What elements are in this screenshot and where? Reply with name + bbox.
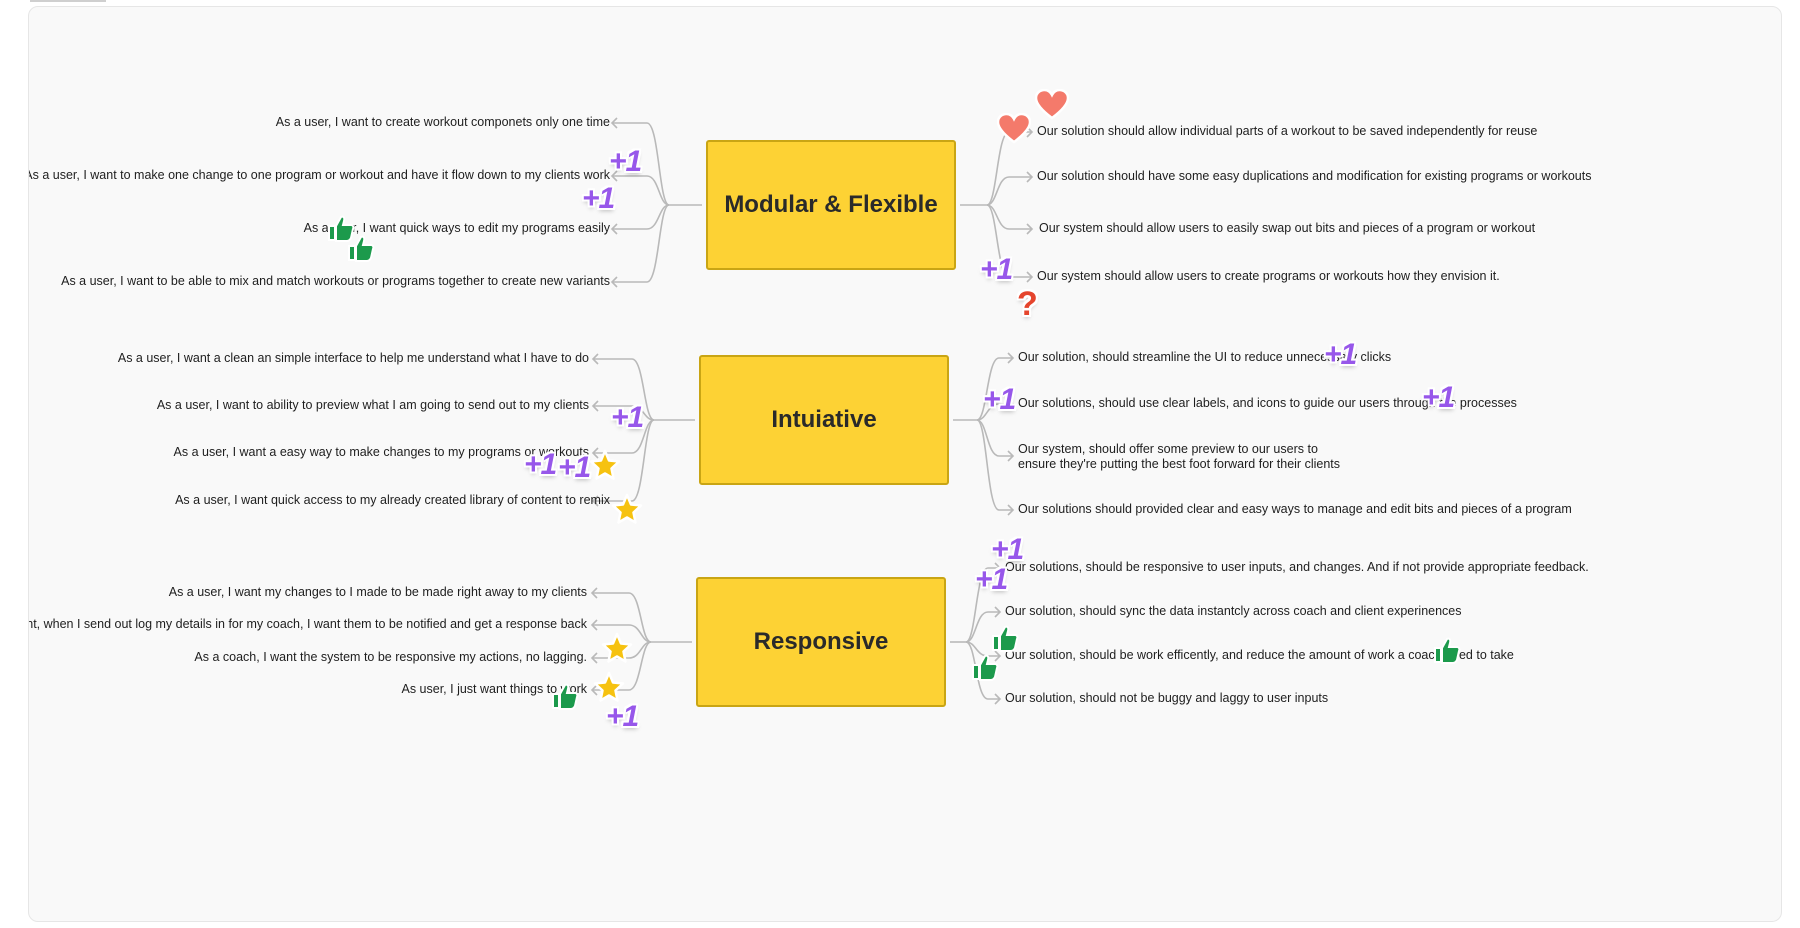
thumbs-up-icon[interactable]: [551, 682, 579, 710]
star-icon[interactable]: [611, 493, 643, 525]
node-modular-flexible[interactable]: Modular & Flexible: [706, 140, 956, 270]
connector-branch: [592, 624, 652, 643]
connector-branch: [593, 419, 655, 502]
connector-branch: [976, 403, 1013, 421]
connector-arrowhead: [1007, 450, 1015, 462]
connector-branch: [612, 175, 670, 206]
plus-one-sticker[interactable]: +1: [524, 448, 557, 481]
connector-arrowhead: [994, 606, 1002, 618]
connector-branch: [612, 204, 670, 230]
leaf-modular-left-3[interactable]: As a user, I want quick ways to edit my …: [303, 221, 610, 235]
connector-arrowhead: [1007, 398, 1015, 410]
connector-arrowhead: [1007, 504, 1015, 516]
connector-branch: [612, 122, 670, 206]
plus-one-sticker[interactable]: +1: [975, 563, 1008, 596]
plus-one-sticker[interactable]: +1: [1324, 338, 1357, 371]
star-icon[interactable]: [589, 449, 621, 481]
connector-arrowhead: [591, 353, 599, 365]
leaf-responsive-right-1[interactable]: Our solutions, should be responsive to u…: [1005, 560, 1589, 574]
connector-arrowhead: [994, 562, 1002, 574]
canvas-board[interactable]: Modular & Flexible Intuiative Responsive…: [28, 6, 1782, 922]
thumbs-up-icon[interactable]: [991, 624, 1019, 652]
connector-arrowhead: [994, 693, 1002, 705]
top-tab-indicator: [30, 0, 106, 2]
connector-arrowhead: [591, 400, 599, 412]
leaf-modular-right-3[interactable]: Our system should allow users to easily …: [1039, 221, 1536, 235]
connector-arrowhead: [994, 650, 1002, 662]
thumbs-up-icon[interactable]: [347, 234, 375, 262]
connector-branch: [593, 358, 655, 421]
leaf-responsive-right-4[interactable]: Our solution, should not be buggy and la…: [1005, 691, 1329, 705]
leaf-modular-left-2[interactable]: As a user, I want to make one change to …: [28, 168, 610, 182]
connector-arrowhead: [1007, 352, 1015, 364]
connector-branch: [965, 567, 1000, 643]
question-mark-sticker[interactable]: ?: [1017, 285, 1038, 323]
connector-arrowhead: [610, 117, 618, 129]
connector-branch: [612, 204, 670, 283]
connector-branch: [592, 641, 652, 691]
leaf-responsive-left-3[interactable]: As a coach, I want the system to be resp…: [194, 650, 587, 664]
connector-arrowhead: [590, 684, 598, 696]
connector-branch: [976, 357, 1013, 421]
leaf-responsive-right-3[interactable]: Our solution, should be work efficently,…: [1005, 648, 1514, 662]
connector-branch: [986, 204, 1032, 278]
plus-one-sticker[interactable]: +1: [1422, 381, 1455, 414]
heart-icon[interactable]: [997, 113, 1031, 145]
leaf-intuitive-left-4[interactable]: As a user, I want quick access to my alr…: [175, 493, 610, 507]
leaf-modular-right-4[interactable]: Our system should allow users to create …: [1037, 269, 1500, 283]
leaf-intuitive-left-2[interactable]: As a user, I want to ability to preview …: [156, 398, 589, 412]
leaf-intuitive-right-3a[interactable]: Our system, should offer some preview to…: [1018, 442, 1318, 456]
connector-branch: [986, 176, 1032, 206]
plus-one-sticker[interactable]: +1: [991, 533, 1024, 566]
connector-branch: [976, 419, 1013, 457]
connector-arrowhead: [1026, 171, 1034, 183]
thumbs-up-icon[interactable]: [327, 214, 355, 242]
star-icon[interactable]: [601, 632, 633, 664]
leaf-intuitive-right-3b[interactable]: ensure they're putting the best foot for…: [1018, 457, 1341, 471]
thumbs-up-icon[interactable]: [1433, 636, 1461, 664]
heart-icon[interactable]: [1035, 89, 1069, 121]
leaf-responsive-right-2[interactable]: Our solution, should sync the data insta…: [1005, 604, 1462, 618]
connector-arrowhead: [590, 652, 598, 664]
thumbs-up-icon[interactable]: [971, 653, 999, 681]
connector-arrowhead: [1026, 271, 1034, 283]
mind-map-connectors: [590, 117, 1034, 705]
connector-arrowhead: [610, 170, 618, 182]
connector-branch: [592, 592, 652, 643]
leaf-modular-right-2[interactable]: Our solution should have some easy dupli…: [1037, 169, 1592, 183]
connector-arrowhead: [590, 587, 598, 599]
leaf-modular-left-4[interactable]: As a user, I want to be able to mix and …: [61, 274, 610, 288]
leaf-intuitive-left-3[interactable]: As a user, I want a easy way to make cha…: [173, 445, 589, 459]
connector-arrowhead: [590, 619, 598, 631]
connector-arrowhead: [591, 447, 599, 459]
plus-one-sticker[interactable]: +1: [558, 451, 591, 484]
leaf-intuitive-right-2[interactable]: Our solutions, should use clear labels, …: [1018, 396, 1517, 410]
plus-one-sticker[interactable]: +1: [582, 182, 615, 215]
connector-branch: [976, 419, 1013, 511]
connector-arrowhead: [610, 276, 618, 288]
plus-one-sticker[interactable]: +1: [980, 253, 1013, 286]
connector-arrowhead: [591, 495, 599, 507]
plus-one-sticker[interactable]: +1: [983, 383, 1016, 416]
plus-one-sticker[interactable]: +1: [609, 145, 642, 178]
leaf-modular-left-1[interactable]: As a user, I want to create workout comp…: [275, 115, 610, 129]
connector-arrowhead: [1026, 223, 1034, 235]
plus-one-sticker[interactable]: +1: [611, 401, 644, 434]
node-intuiative[interactable]: Intuiative: [699, 355, 949, 485]
leaf-modular-right-1[interactable]: Our solution should allow individual par…: [1037, 124, 1538, 138]
plus-one-sticker[interactable]: +1: [606, 700, 639, 733]
star-icon[interactable]: [593, 671, 625, 703]
node-responsive[interactable]: Responsive: [696, 577, 946, 707]
leaf-responsive-left-2[interactable]: As a client, when I send out log my deta…: [28, 617, 587, 631]
leaf-responsive-left-4[interactable]: As user, I just want things to work: [401, 682, 588, 696]
leaf-intuitive-left-1[interactable]: As a user, I want a clean an simple inte…: [117, 351, 589, 365]
leaf-intuitive-right-4[interactable]: Our solutions should provided clear and …: [1018, 502, 1572, 516]
connector-arrowhead: [610, 223, 618, 235]
leaf-intuitive-right-1[interactable]: Our solution, should streamline the UI t…: [1018, 350, 1392, 364]
leaf-responsive-left-1[interactable]: As a user, I want my changes to I made t…: [168, 585, 587, 599]
connector-branch: [965, 611, 1000, 643]
connector-branch: [593, 405, 655, 421]
